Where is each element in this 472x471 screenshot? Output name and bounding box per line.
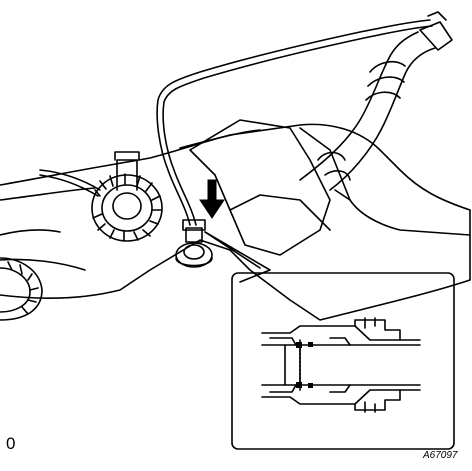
filler-neck-hose — [299, 11, 453, 201]
fuel-pipe-inner — [162, 25, 433, 226]
figure-code: A67097 — [423, 450, 458, 461]
tank-side-panel — [189, 119, 331, 256]
vent-hose-left — [39, 169, 101, 197]
fuel-pipe — [156, 19, 431, 226]
fuel-tank-outline — [0, 123, 471, 321]
vent-fitting-left — [91, 151, 163, 242]
inset-frame — [231, 272, 455, 450]
tank-upper-ridge — [0, 127, 471, 236]
fitting-partial-left — [0, 257, 43, 321]
tank-front-panel — [229, 194, 331, 231]
corner-mark: 0 — [6, 434, 16, 453]
tank-left-edge — [0, 229, 86, 271]
quick-connector-section — [261, 317, 421, 413]
pipe-connector — [175, 219, 213, 268]
callout-leader — [204, 231, 271, 283]
arrow-down-icon — [199, 179, 225, 219]
inset-solid-details — [296, 342, 313, 388]
